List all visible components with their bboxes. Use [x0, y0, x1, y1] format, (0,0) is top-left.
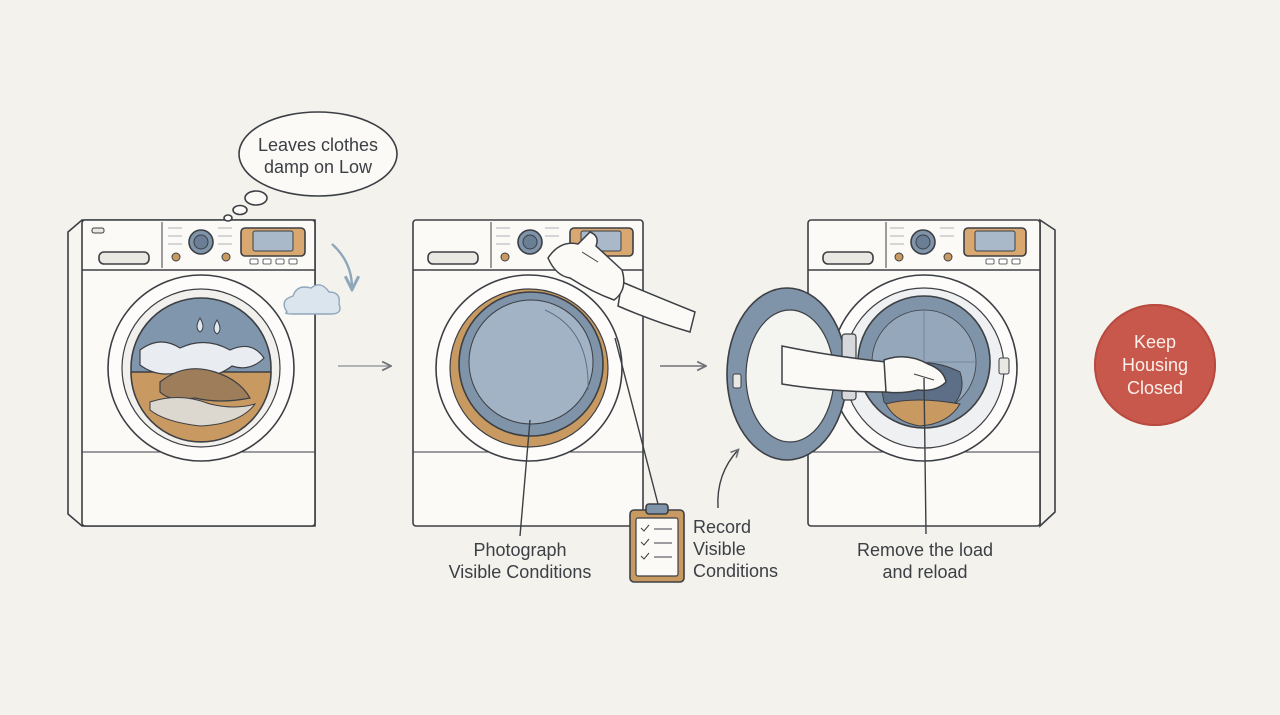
step-label-record-line-1: Record [693, 517, 752, 537]
flow-arrow-3 [717, 450, 738, 509]
step-label-reload-line-1: Remove the load [856, 540, 994, 560]
step-label-record: Record Visible Conditions [693, 516, 793, 582]
step-label-photograph-line-1: Photograph [473, 540, 567, 560]
clipboard-checklist-icon [629, 503, 685, 583]
step-label-photograph-line-2: Visible Conditions [448, 562, 592, 582]
warning-stamp-line-2: Housing [1121, 354, 1189, 375]
step-label-record-line-2: Visible [693, 539, 746, 559]
hand-on-dial-icon [547, 231, 696, 333]
thought-bubble [223, 111, 398, 222]
thought-line-1: Leaves clothes [257, 135, 379, 155]
step-label-reload: Remove the load and reload [840, 539, 1010, 583]
warning-stamp-line-3: Closed [1126, 377, 1184, 398]
dryer-2 [412, 219, 644, 527]
steam-cloud-icon [283, 284, 341, 315]
pointer-line-photo [519, 419, 531, 537]
pointer-line-record [614, 337, 659, 505]
warning-stamp-line-1: Keep [1133, 331, 1177, 352]
step-label-photograph: Photograph Visible Conditions [430, 539, 610, 583]
pointer-line-reload [923, 377, 927, 535]
dryer-1 [67, 219, 316, 527]
step-label-reload-line-2: and reload [882, 562, 968, 582]
warning-stamp: Keep Housing Closed [1094, 304, 1216, 426]
heat-arrow [331, 243, 352, 288]
hand-in-drum-icon [781, 345, 947, 394]
step-label-record-line-3: Conditions [693, 561, 779, 581]
thought-line-2: damp on Low [263, 157, 373, 177]
thought-bubble-text: Leaves clothes damp on Low [250, 134, 386, 178]
